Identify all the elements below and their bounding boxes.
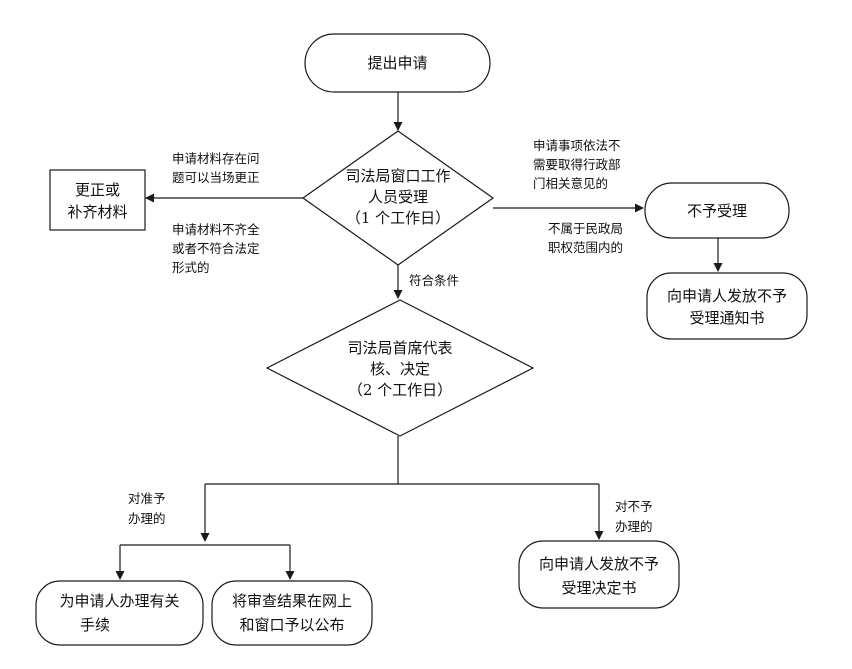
node-reject-decision: 向申请人发放不予 受理决定书 bbox=[518, 540, 680, 609]
node-correct-materials-line-1: 更正或 bbox=[75, 181, 120, 199]
node-publish-result-line-2: 和窗口予以公布 bbox=[239, 616, 344, 634]
label-approve-line-2: 办理的 bbox=[128, 511, 166, 526]
node-handle-procedures-line-2: 手续 bbox=[80, 616, 110, 634]
node-handle-procedures-line-1: 为申请人办理有关 bbox=[59, 592, 179, 610]
node-window-review-line-1: 司法局窗口工作 bbox=[345, 167, 450, 185]
node-window-review: 司法局窗口工作 人员受理 （1 个工作日） bbox=[301, 130, 495, 266]
node-start: 提出申请 bbox=[304, 33, 491, 93]
node-not-accept: 不予受理 bbox=[644, 182, 790, 239]
label-needs-opinion-line-2: 需要取得行政部 bbox=[533, 157, 621, 172]
node-chief-review-line-2: 核、决定 bbox=[370, 360, 430, 378]
node-reject-decision-line-2: 受理决定书 bbox=[561, 579, 636, 597]
label-approve-line-1: 对准予 bbox=[128, 491, 166, 506]
node-not-accept-label: 不予受理 bbox=[687, 202, 747, 220]
label-disapprove-line-1: 对不予 bbox=[615, 499, 653, 514]
label-incomplete-line-2: 或者不符合法定 bbox=[172, 241, 260, 256]
node-window-review-line-3: （1 个工作日） bbox=[346, 209, 450, 227]
edge-labels: 申请材料存在问 题可以当场更正 申请材料不齐全 或者不符合法定 形式的 申请事项… bbox=[128, 138, 653, 534]
label-needs-opinion-line-1: 申请事项依法不 bbox=[533, 138, 621, 153]
label-outside-scope-line-1: 不属于民政局 bbox=[548, 221, 623, 236]
label-incomplete-line-3: 形式的 bbox=[172, 260, 210, 275]
label-needs-opinion-line-3: 门相关意见的 bbox=[533, 176, 608, 191]
node-chief-review: 司法局首席代表 核、决定 （2 个工作日） bbox=[265, 299, 535, 437]
node-publish-result: 将审查结果在网上 和窗口予以公布 bbox=[211, 580, 373, 646]
label-disapprove-line-2: 办理的 bbox=[615, 519, 653, 534]
label-fixable-line-1: 申请材料存在问 bbox=[172, 151, 260, 166]
node-correct-materials-line-2: 补齐材料 bbox=[67, 203, 127, 221]
node-start-label: 提出申请 bbox=[367, 54, 427, 72]
connectors bbox=[115, 92, 723, 580]
label-meets-conditions: 符合条件 bbox=[409, 273, 459, 288]
node-correct-materials: 更正或 补齐材料 bbox=[49, 169, 146, 231]
node-not-accept-notice-line-1: 向申请人发放不予 bbox=[667, 287, 787, 305]
node-chief-review-line-3: （2 个工作日） bbox=[348, 381, 452, 399]
node-handle-procedures: 为申请人办理有关 手续 bbox=[35, 580, 204, 646]
label-outside-scope-line-2: 职权范围内的 bbox=[548, 240, 623, 255]
label-fixable-line-2: 题可以当场更正 bbox=[172, 170, 260, 185]
node-not-accept-notice: 向申请人发放不予 受理通知书 bbox=[646, 272, 808, 340]
node-publish-result-line-1: 将审查结果在网上 bbox=[232, 592, 352, 610]
node-chief-review-line-1: 司法局首席代表 bbox=[347, 339, 452, 357]
label-incomplete-line-1: 申请材料不齐全 bbox=[172, 222, 260, 237]
node-reject-decision-line-1: 向申请人发放不予 bbox=[539, 555, 659, 573]
node-not-accept-notice-line-2: 受理通知书 bbox=[689, 309, 764, 327]
node-window-review-line-2: 人员受理 bbox=[368, 188, 428, 206]
